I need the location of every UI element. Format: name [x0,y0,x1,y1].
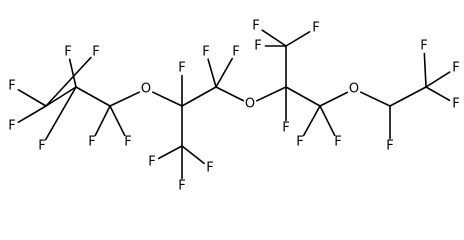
bond-f1-c1 [17,89,47,107]
bond-o3-c10 [359,91,391,107]
bond-c11-f22 [425,71,451,88]
bond-c5-f9 [157,145,183,160]
bond-c6-o2 [215,86,245,102]
atom-label-o2: O [245,97,255,112]
atom-label-f6: F [88,135,95,150]
bond-c9-o3 [319,91,349,107]
bond-c4-c6 [181,86,217,107]
atom-label-f18: F [296,135,303,150]
bond-c3-f7 [109,105,126,137]
bond-c11-f23 [425,86,451,102]
atom-label-o1: O [141,82,151,97]
bond-c5-f10 [181,145,205,165]
atom-label-f9: F [148,155,155,170]
bond-f3-c1 [17,105,47,123]
atom-label-f8: F [178,61,185,76]
bond-c6-f13 [215,57,234,88]
bond-c11-f21 [423,52,427,88]
atom-label-f23: F [452,97,459,112]
bond-c9-f19 [319,105,336,137]
bond-f2-c1 [45,56,92,107]
bond-c10-c11 [389,86,427,107]
bond-c1-c2 [45,86,77,107]
atom-label-o3: O [349,82,359,97]
atom-label-f22: F [452,61,459,76]
atom-label-f13: F [232,45,239,60]
atom-label-f3: F [8,119,15,134]
bond-c6-f12 [207,58,217,88]
atom-label-f19: F [334,135,341,150]
bond-o2-c7 [255,86,287,102]
bond-c2-f4 [68,58,77,88]
atom-label-f20: F [386,139,393,154]
bond-o1-c4 [151,91,183,107]
atom-label-f4: F [64,45,71,60]
bond-c3-o1 [109,91,141,107]
atom-label-f16: F [312,21,319,36]
bond-c7-c9 [285,86,321,107]
bond-c2-c3 [75,86,111,107]
atom-label-f10: F [206,161,213,176]
atom-label-f1: F [8,79,15,94]
bond-c8-f16 [285,31,311,47]
atom-label-f7: F [124,135,131,150]
bond-c9-f18 [302,105,321,137]
atom-label-f21: F [420,39,427,54]
atom-label-f2: F [92,45,99,60]
atom-label-f17: F [282,121,289,136]
atom-label-f12: F [202,45,209,60]
atom-label-f5: F [38,139,45,154]
bond-c3-f6 [94,105,111,137]
bond-c2-f5 [44,86,77,141]
atom-label-f11: F [178,179,185,194]
atom-label-f15: F [254,39,261,54]
atom-label-f14: F [252,19,259,34]
bond-c8-f14 [261,29,287,47]
